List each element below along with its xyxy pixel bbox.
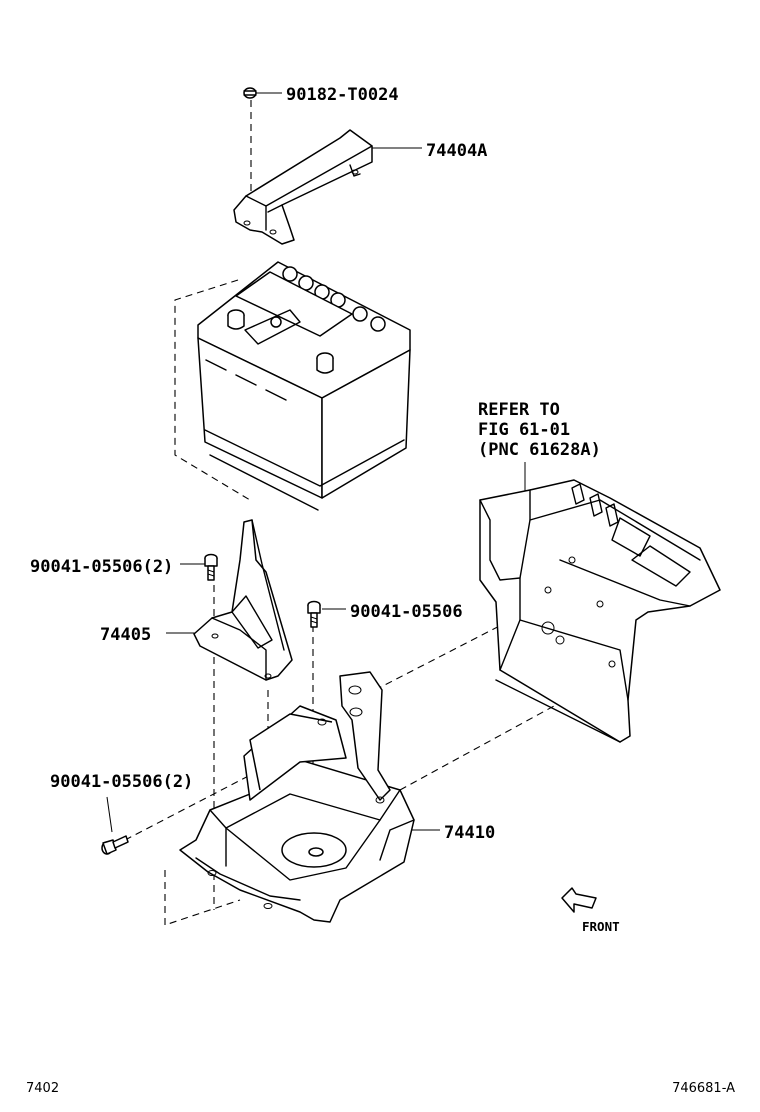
body-panel-ref bbox=[479, 479, 721, 743]
footer-left-code: 7402 bbox=[26, 1081, 59, 1096]
label-bracket-74405[interactable]: 74405 bbox=[100, 625, 151, 645]
bolt-center-icon[interactable] bbox=[307, 600, 321, 628]
label-refer-line1: REFER TO bbox=[478, 400, 560, 420]
bolt-upper-left-icon[interactable] bbox=[204, 553, 218, 581]
label-bolt-center[interactable]: 90041-05506 bbox=[350, 602, 463, 622]
battery bbox=[197, 261, 411, 511]
battery-terminal-left bbox=[227, 309, 245, 330]
battery-clamp-74404a[interactable] bbox=[233, 129, 373, 245]
label-refer-line3: (PNC 61628A) bbox=[478, 440, 601, 460]
label-refer-line2: FIG 61-01 bbox=[478, 420, 570, 440]
battery-bracket-74405[interactable] bbox=[193, 519, 293, 681]
footer-right-code: 746681-A bbox=[672, 1081, 735, 1096]
leader-lines bbox=[106, 92, 526, 833]
label-bolt-lower-left[interactable]: 90041-05506(2) bbox=[50, 772, 193, 792]
battery-terminal-right bbox=[316, 352, 334, 374]
label-front: FRONT bbox=[582, 919, 620, 934]
label-tray-74410[interactable]: 74410 bbox=[444, 823, 495, 843]
front-arrow-icon bbox=[561, 887, 597, 913]
battery-tray-74410[interactable] bbox=[179, 671, 415, 923]
label-bolt-upper-left[interactable]: 90041-05506(2) bbox=[30, 557, 173, 577]
bolt-lower-left-icon[interactable] bbox=[101, 835, 129, 855]
nut-90182-icon[interactable] bbox=[243, 87, 257, 99]
label-clamp-74404a[interactable]: 74404A bbox=[426, 141, 487, 161]
label-nut-90182[interactable]: 90182-T0024 bbox=[286, 85, 399, 105]
